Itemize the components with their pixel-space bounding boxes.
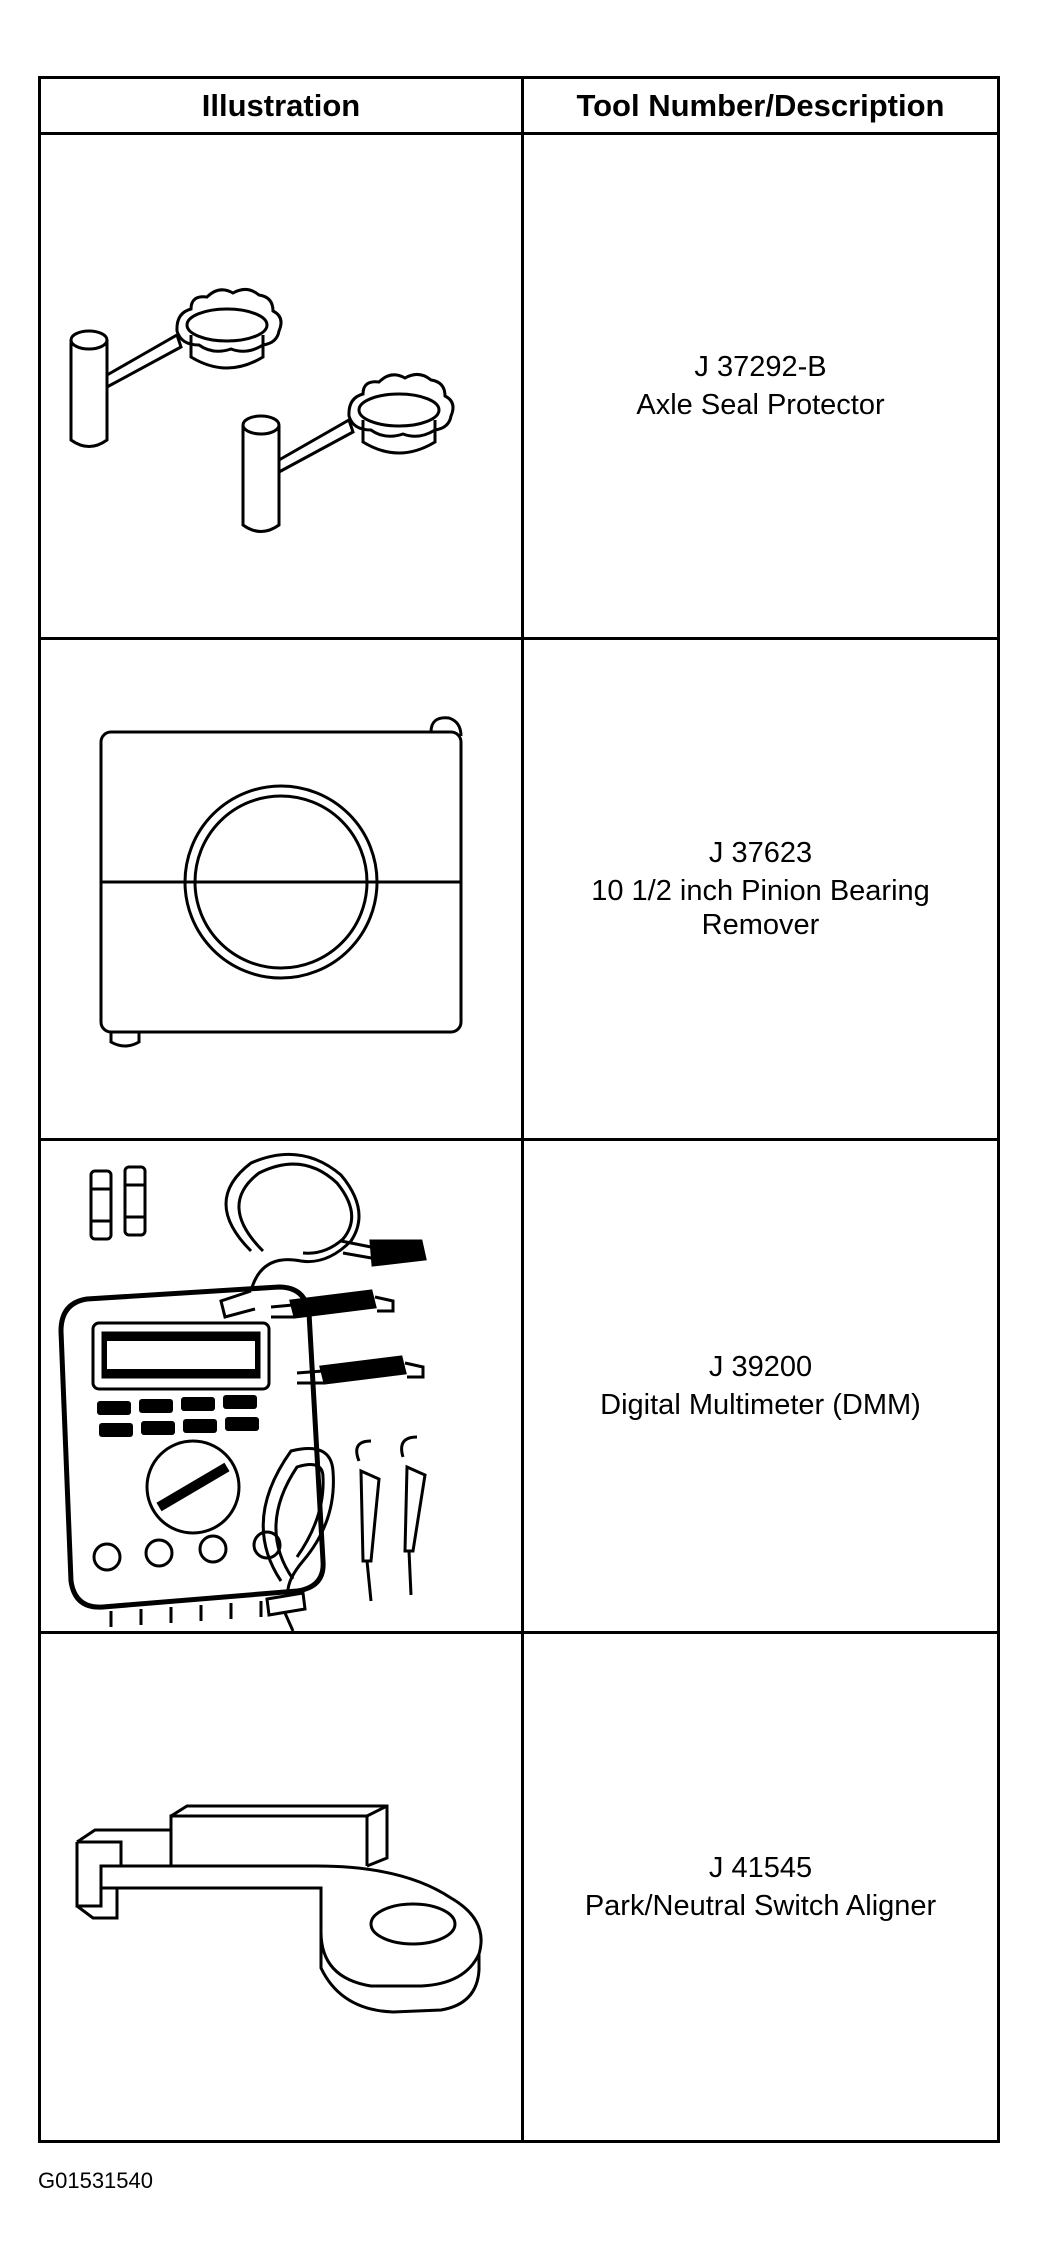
table-header-row: Illustration Tool Number/Description — [41, 79, 997, 135]
tool-description-cell: J 37292-B Axle Seal Protector — [524, 135, 997, 637]
tool-description: Axle Seal Protector — [636, 389, 885, 421]
tool-description: Digital Multimeter (DMM) — [600, 1389, 921, 1421]
tool-description: Park/Neutral Switch Aligner — [584, 1890, 937, 1922]
column-divider — [521, 79, 524, 2140]
header-tool-number-description: Tool Number/Description — [576, 87, 945, 123]
tool-table: Illustration Tool Number/Description — [38, 76, 1000, 2143]
row-divider — [41, 637, 997, 640]
tool-number: J 37623 — [708, 837, 813, 869]
tool-description-cell: J 37623 10 1/2 inch Pinion Bearing Remov… — [524, 640, 997, 1138]
tool-number: J 39200 — [708, 1351, 813, 1383]
tool-description: 10 1/2 inch Pinion Bearing Remover — [591, 875, 930, 941]
switch-aligner-icon — [41, 1634, 521, 2140]
digital-multimeter-icon — [41, 1141, 521, 1631]
figure-id: G01531540 — [38, 2168, 153, 2193]
row-divider — [41, 1631, 997, 1634]
tool-description-cell: J 39200 Digital Multimeter (DMM) — [524, 1141, 997, 1631]
table-row: J 39200 Digital Multimeter (DMM) — [41, 1141, 997, 1631]
pinion-bearing-remover-icon — [41, 640, 521, 1138]
row-divider — [41, 1138, 997, 1141]
table-row: J 37623 10 1/2 inch Pinion Bearing Remov… — [41, 640, 997, 1138]
table-row: J 41545 Park/Neutral Switch Aligner — [41, 1634, 997, 2140]
tool-description-cell: J 41545 Park/Neutral Switch Aligner — [524, 1634, 997, 2140]
tool-number: J 41545 — [708, 1852, 813, 1884]
header-illustration: Illustration — [201, 87, 361, 123]
table-row: J 37292-B Axle Seal Protector — [41, 135, 997, 637]
axle-seal-protector-icon — [41, 135, 521, 637]
tool-number: J 37292-B — [694, 351, 827, 383]
